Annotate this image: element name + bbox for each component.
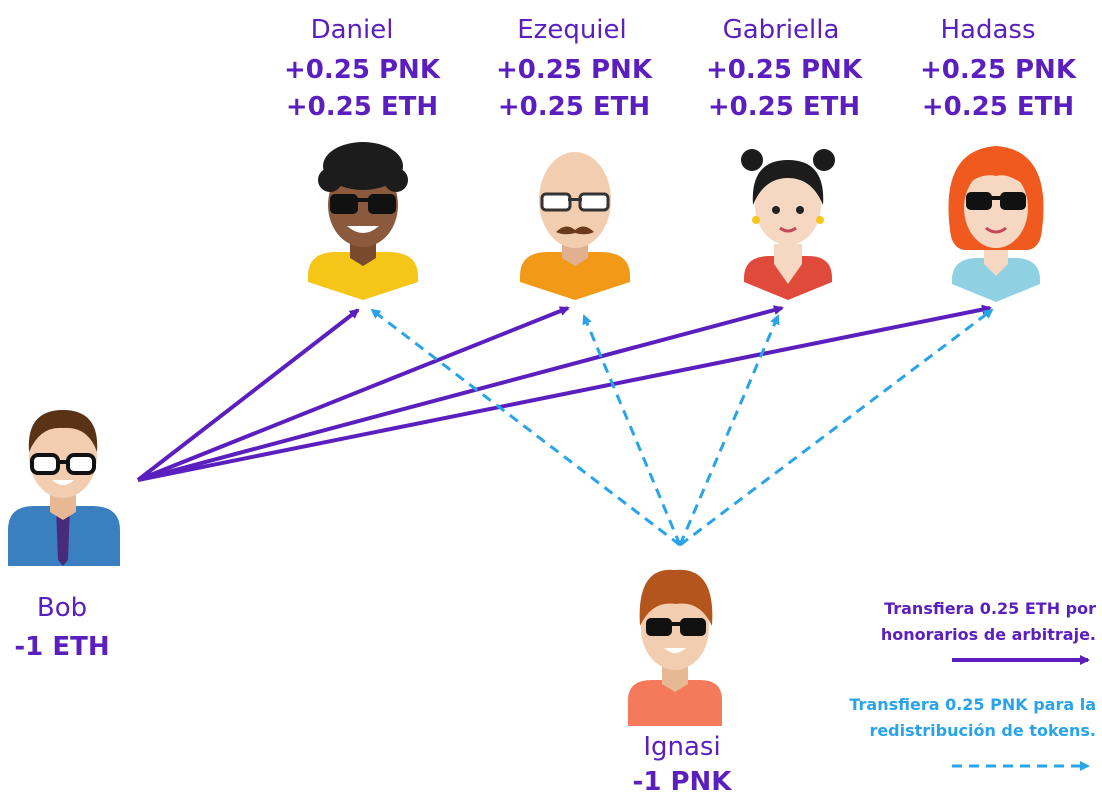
juror-hadass-avatar-icon — [948, 146, 1044, 302]
bob-avatar-icon — [8, 410, 120, 566]
juror-eth-amount: +0.25 ETH — [498, 92, 650, 122]
juror-pnk-amount: +0.25 PNK — [496, 55, 653, 85]
pnk-arrows — [370, 308, 994, 547]
juror-name: Daniel — [311, 15, 394, 45]
juror-ezequiel-avatar-icon — [520, 152, 630, 300]
juror-eth-amount: +0.25 ETH — [922, 92, 1074, 122]
bob-label: Bob -1 ETH — [14, 593, 109, 662]
juror-hadass-label: Hadass +0.25 PNK +0.25 ETH — [920, 15, 1077, 122]
legend: Transfiera 0.25 ETH por honorarios de ar… — [849, 599, 1096, 771]
juror-daniel-avatar-icon — [308, 142, 418, 300]
juror-ezequiel-label: Ezequiel +0.25 PNK +0.25 ETH — [496, 15, 653, 122]
pnk-arrow-to-hadass — [679, 308, 994, 547]
eth-arrow-to-hadass — [137, 304, 992, 482]
legend-eth-line1: Transfiera 0.25 ETH por — [884, 599, 1096, 618]
juror-gabriella-label: Gabriella +0.25 PNK +0.25 ETH — [706, 15, 863, 122]
legend-pnk-line2: redistribución de tokens. — [869, 721, 1096, 740]
pnk-arrow-to-gabriella — [678, 314, 780, 546]
juror-eth-amount: +0.25 ETH — [708, 92, 860, 122]
eth-arrow-to-ezequiel — [137, 306, 570, 482]
legend-eth-line2: honorarios de arbitraje. — [881, 625, 1096, 644]
juror-pnk-amount: +0.25 PNK — [920, 55, 1077, 85]
juror-name: Hadass — [940, 15, 1035, 45]
juror-eth-amount: +0.25 ETH — [286, 92, 438, 122]
juror-name: Gabriella — [723, 15, 840, 45]
bob-name: Bob — [37, 593, 87, 623]
ignasi-name: Ignasi — [643, 732, 720, 762]
juror-pnk-amount: +0.25 PNK — [706, 55, 863, 85]
pnk-arrow-to-daniel — [370, 308, 681, 547]
eth-arrow-to-gabriella — [137, 305, 784, 482]
pnk-arrow-to-ezequiel — [582, 314, 682, 546]
juror-gabriella-avatar-icon — [741, 149, 835, 300]
ignasi-avatar-icon — [628, 569, 722, 726]
ignasi-label: Ignasi -1 PNK — [633, 732, 733, 795]
eth-arrows — [136, 304, 992, 482]
juror-pnk-amount: +0.25 PNK — [284, 55, 441, 85]
legend-pnk-line1: Transfiera 0.25 PNK para la — [849, 695, 1096, 714]
eth-arrow-to-daniel — [136, 308, 360, 482]
ignasi-amount: -1 PNK — [633, 767, 733, 795]
juror-name: Ezequiel — [517, 15, 627, 45]
bob-amount: -1 ETH — [14, 632, 109, 662]
juror-daniel-label: Daniel +0.25 PNK +0.25 ETH — [284, 15, 441, 122]
